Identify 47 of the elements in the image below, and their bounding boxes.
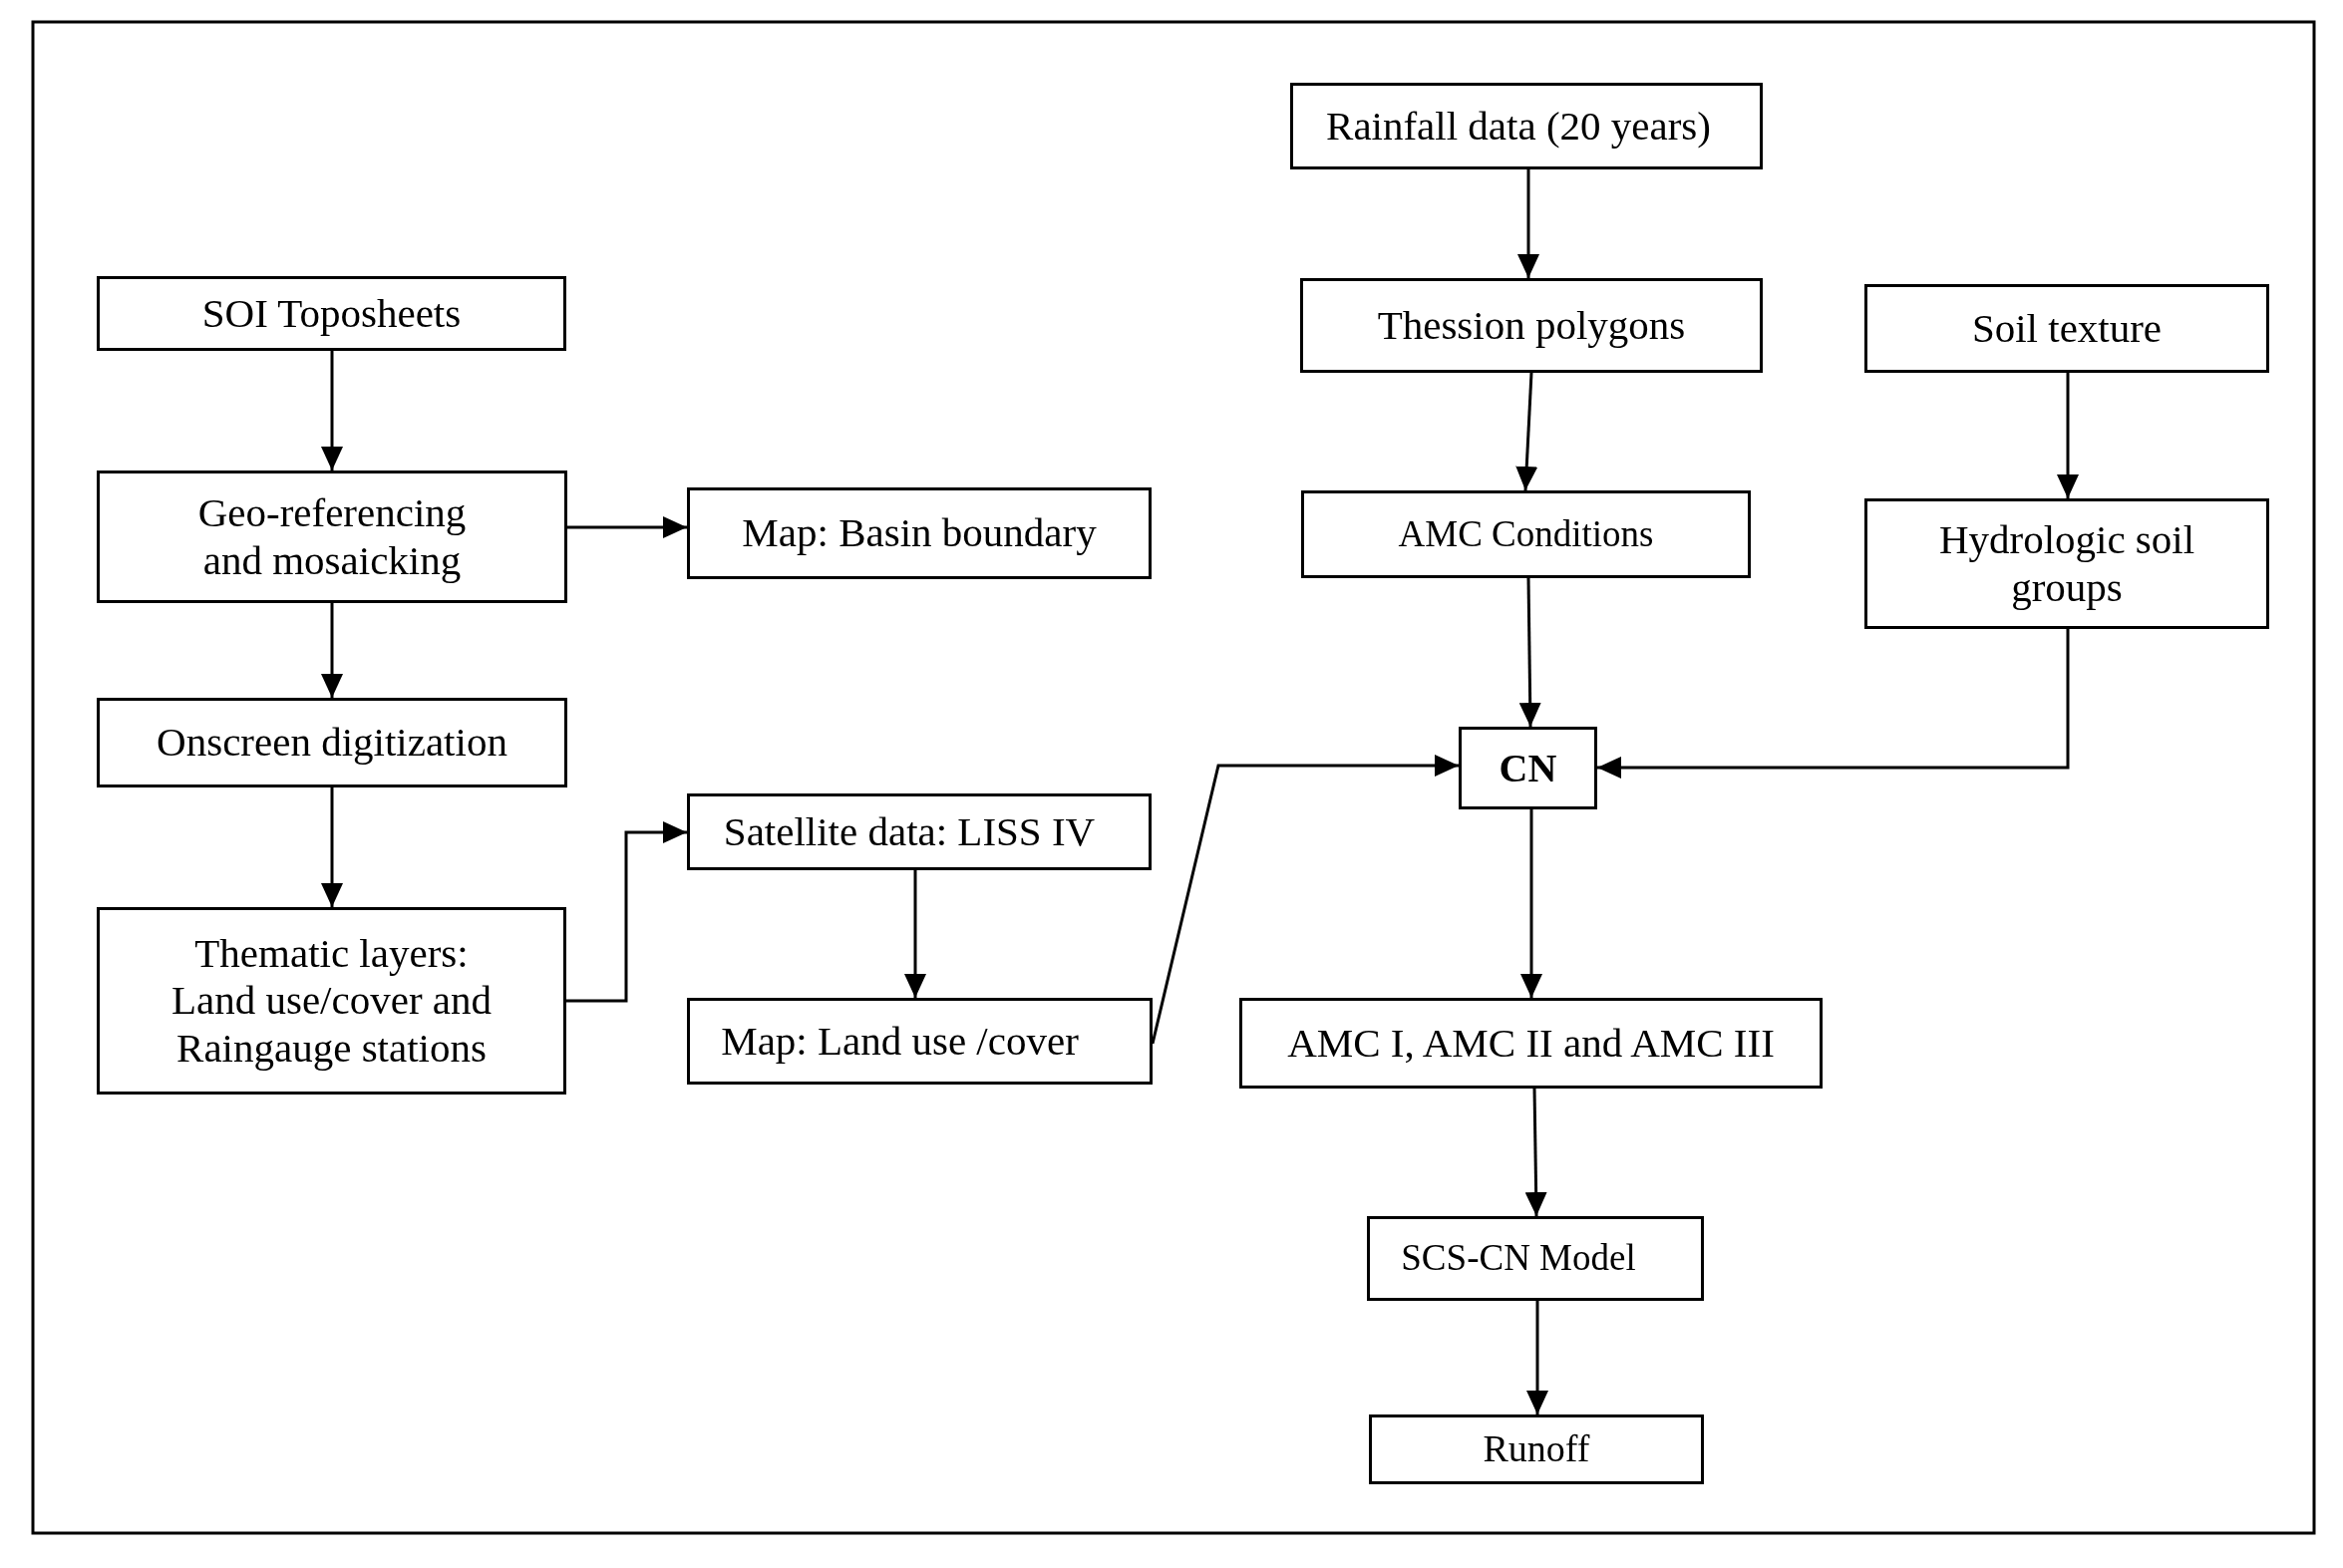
arrow [1520,809,1542,998]
step-text: Thession polygons [1377,301,1686,350]
step-text: Map: Land use /cover [721,1017,1079,1066]
process-box [97,470,567,603]
arrow [566,821,687,1003]
arrow [1151,755,1459,1045]
process-box [1369,1414,1704,1484]
arrow [1524,1088,1547,1217]
arrow [2057,373,2079,498]
process-box [1301,490,1751,578]
process-box [1864,284,2269,373]
step-text: Geo-referencing and mosaicking [196,489,468,584]
process-box [1290,83,1763,169]
arrow [321,787,343,907]
process-box [97,907,566,1095]
step-text: Thematic layers: Land use/cover and Raingauge stations [169,930,493,1072]
process-box [1864,498,2269,629]
process-box [1459,727,1597,809]
arrow [321,351,343,470]
step-text: Runoff [1483,1427,1590,1471]
arrow [1517,169,1539,278]
arrow [1597,629,2070,779]
step-text: SOI Toposheets [201,289,462,338]
step-text: SCS-CN Model [1401,1237,1636,1280]
arrow [1526,1301,1548,1414]
step-text: CN [1499,745,1557,791]
step-text: Onscreen digitization [157,719,507,767]
process-box [1367,1216,1704,1301]
step-text: Soil texture [1971,304,2163,353]
process-box [97,276,566,351]
step-text: Satellite data: LISS IV [723,807,1096,856]
process-box [1300,278,1763,373]
process-box [687,793,1152,870]
step-text: Map: Basin boundary [742,509,1097,557]
process-box [687,487,1152,579]
process-box [1239,998,1823,1089]
step-text: AMC Conditions [1398,512,1654,556]
process-box [687,998,1153,1085]
arrow [1515,372,1538,491]
step-text: AMC I, AMC II and AMC III [1287,1019,1775,1068]
arrow [904,870,926,998]
arrow [1518,577,1541,728]
step-text: Rainfall data (20 years) [1326,102,1711,151]
process-box [97,698,567,787]
arrow [321,603,343,698]
step-text: Hydrologic soil groups [1937,516,2196,611]
arrow [567,516,687,538]
